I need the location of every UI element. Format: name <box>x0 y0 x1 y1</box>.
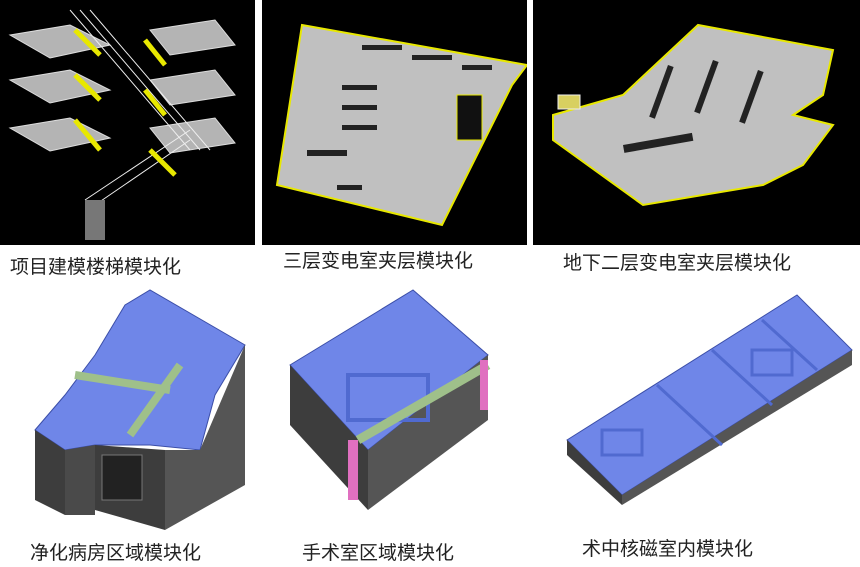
stairs-model-image <box>0 0 255 245</box>
basement2-mezzanine-image <box>533 0 860 245</box>
caption-basement2: 地下二层变电室夹层模块化 <box>563 252 792 274</box>
caption-stairs: 项目建模楼梯模块化 <box>10 256 182 278</box>
caption-floor3: 三层变电室夹层模块化 <box>283 250 474 272</box>
caption-operating: 手术室区域模块化 <box>302 542 455 564</box>
mri-model-image <box>562 280 857 505</box>
caption-ward: 净化病房区域模块化 <box>30 542 202 564</box>
floor3-mezzanine-image <box>262 0 527 245</box>
ward-model-image <box>30 285 255 530</box>
operating-model-image <box>288 285 503 510</box>
caption-mri: 术中核磁室内模块化 <box>582 538 754 560</box>
